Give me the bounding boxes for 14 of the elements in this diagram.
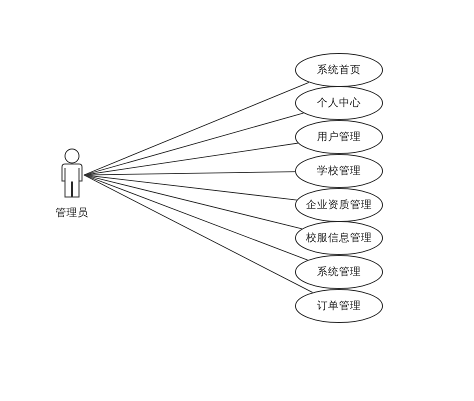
use-case-ellipse: 系统首页 <box>295 53 383 87</box>
association-line <box>84 174 298 200</box>
use-case-ellipse: 企业资质管理 <box>295 188 383 222</box>
association-line <box>84 174 302 230</box>
use-case-ellipse: 用户管理 <box>295 120 383 154</box>
use-case-ellipse: 个人中心 <box>295 86 383 120</box>
use-case-ellipse: 校服信息管理 <box>295 221 383 255</box>
use-case-ellipse: 学校管理 <box>295 154 383 188</box>
association-line <box>84 142 298 176</box>
use-case-ellipse: 系统管理 <box>295 255 383 289</box>
actor-name: 管理员 <box>54 206 90 220</box>
use-case-ellipse: 订单管理 <box>295 289 383 323</box>
association-line <box>84 174 313 293</box>
association-line <box>84 112 304 176</box>
